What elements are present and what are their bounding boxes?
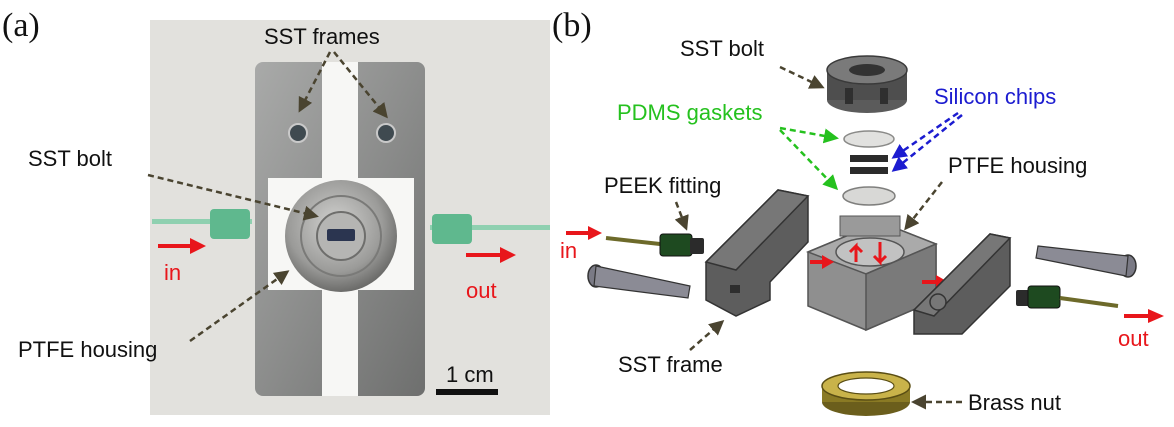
sst-frame-left-3d <box>704 189 810 317</box>
peek-fitting-left <box>605 233 704 257</box>
scale-bar <box>436 389 498 395</box>
leader-pdms-bottom <box>779 129 839 191</box>
leader-sst-bolt-a <box>147 173 319 221</box>
peek-fitting-right <box>1016 285 1119 309</box>
label-ptfe-housing-b: PTFE housing <box>948 153 1087 178</box>
brass-nut-3d <box>821 371 911 416</box>
outlet-tubing <box>430 225 550 230</box>
frame-hole-left <box>288 123 308 143</box>
sst-bolt-3d <box>826 55 908 113</box>
label-sst-bolt-b: SST bolt <box>680 36 764 61</box>
label-sst-frame: SST frame <box>618 352 723 377</box>
label-out-b: out <box>1118 326 1149 351</box>
leader-sst-frames-right <box>333 51 388 119</box>
leader-sst-frame <box>689 320 725 351</box>
flow-arrow-housing-1 <box>848 242 864 262</box>
leader-sst-frames-left <box>298 51 332 113</box>
label-pdms-gaskets: PDMS gaskets <box>617 100 763 125</box>
ptfe-housing-3d <box>805 215 938 332</box>
label-silicon-chips: Silicon chips <box>934 84 1056 109</box>
flow-arrow-out-a <box>466 247 516 263</box>
frame-hole-right <box>376 123 396 143</box>
inlet-tubing <box>152 219 252 224</box>
silicon-chip-1 <box>850 155 888 162</box>
label-brass-nut: Brass nut <box>968 390 1061 415</box>
silicon-chip-2 <box>850 167 888 174</box>
panel-a-tag: (a) <box>2 7 40 44</box>
screw-left <box>587 264 691 299</box>
pdms-gasket-bottom <box>842 186 896 206</box>
inlet-fitting <box>210 209 250 239</box>
sst-frame-right-3d <box>912 233 1012 335</box>
flow-arrow-housing-in <box>810 255 834 269</box>
label-sst-frames: SST frames <box>264 24 380 49</box>
flow-arrow-housing-2 <box>872 242 888 266</box>
label-out-a: out <box>466 278 497 303</box>
screw-right <box>1035 245 1137 278</box>
leader-sst-bolt-b <box>779 65 825 89</box>
outlet-fitting <box>432 214 472 244</box>
leader-peek-fitting <box>674 201 689 231</box>
leader-silicon-1 <box>891 111 959 159</box>
label-in-b: in <box>560 238 577 263</box>
leader-ptfe-housing-b <box>904 181 943 231</box>
label-peek-fitting: PEEK fitting <box>604 173 721 198</box>
chip-window <box>327 229 355 241</box>
flow-arrow-in-a <box>158 238 206 254</box>
bolt-ring <box>300 195 382 277</box>
flow-arrow-out-b <box>1124 309 1164 323</box>
leader-pdms-top <box>779 126 839 144</box>
label-in-a: in <box>164 260 181 285</box>
panel-a: (a) SST frames SST bolt PTFE housing <box>2 7 550 415</box>
panel-b-tag: (b) <box>552 7 592 44</box>
panel-b: (b) SST bolt PDMS gaskets Silicon chips <box>552 7 1164 416</box>
label-sst-bolt-a: SST bolt <box>28 146 112 171</box>
flow-arrow-in-b <box>566 226 602 240</box>
label-ptfe-housing-a: PTFE housing <box>18 337 157 362</box>
leader-silicon-2 <box>891 114 963 172</box>
pdms-gasket-top <box>843 130 895 148</box>
scale-bar-label: 1 cm <box>446 362 494 387</box>
